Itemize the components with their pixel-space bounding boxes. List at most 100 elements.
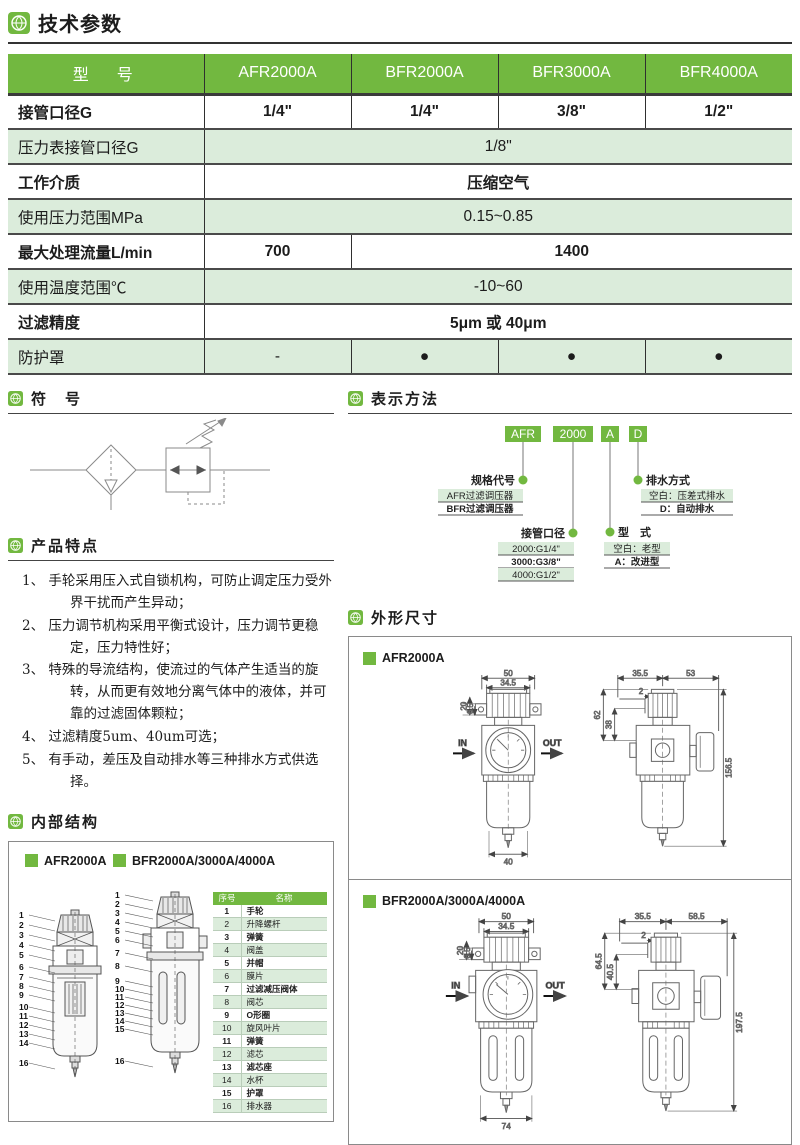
spec-row-value: 3/8" bbox=[497, 94, 645, 130]
ordering-option: A：改进型 bbox=[615, 556, 660, 568]
callout-leader-line bbox=[125, 1021, 153, 1027]
ordering-label-drain: 排水方式 bbox=[646, 473, 690, 487]
callout-leader-line bbox=[29, 977, 55, 983]
ordering-heading: 表示方法 bbox=[348, 387, 792, 414]
spec-row-value: 压缩空气 bbox=[203, 164, 792, 200]
callout-leader-line bbox=[29, 986, 55, 992]
part-name: 弹簧 bbox=[241, 930, 327, 944]
section-title: 表示方法 bbox=[371, 391, 440, 408]
dims-afr-drawing: 50 34.5 20 bbox=[349, 668, 734, 867]
model-label: BFR2000A/3000A/4000A bbox=[382, 894, 526, 908]
spec-row-label: 最大处理流量L/min bbox=[8, 234, 204, 270]
section-icon bbox=[348, 610, 363, 625]
dim-text: 197.5 bbox=[735, 1012, 744, 1033]
green-square-icon bbox=[363, 651, 376, 665]
features-list: 1、 手轮采用压入式自锁机构，可防止调定压力受外界干扰而产生异动；2、 压力调节… bbox=[8, 571, 334, 794]
part-number: 14 bbox=[213, 1073, 242, 1087]
ordering-label-type: 型 式 bbox=[618, 525, 651, 539]
ordering-option: 2000:G1/4" bbox=[512, 544, 560, 555]
callout-number: 1 bbox=[19, 910, 24, 920]
part-name: 手轮 bbox=[241, 904, 327, 918]
callout-leader-line bbox=[29, 995, 55, 1001]
right-column: 表示方法 AFR 2000 A D bbox=[348, 387, 792, 1145]
callout-number: 6 bbox=[19, 962, 24, 972]
feature-item: 4、 过滤精度5um、40um可选； bbox=[22, 729, 226, 746]
part-name: 滤芯 bbox=[241, 1047, 327, 1061]
feature-item: 3、 特殊的导流结构，使流过的气体产生适当的旋转，从而更有效地分离气体中的液体，… bbox=[22, 662, 327, 723]
symbol-heading: 符 号 bbox=[8, 387, 334, 414]
dims-bfr-half: BFR2000A/3000A/4000A 50 bbox=[349, 879, 791, 1144]
section-title: 内部结构 bbox=[31, 813, 100, 831]
green-square-icon bbox=[363, 894, 376, 908]
spec-table-row: 防护罩-●●● bbox=[8, 339, 792, 375]
callout-number: 5 bbox=[115, 926, 120, 936]
ordering-option: D：自动排水 bbox=[660, 503, 715, 515]
ordering-option: AFR过滤调压器 bbox=[447, 490, 514, 502]
spec-row-value: ● bbox=[350, 339, 498, 375]
ordering-code-diagram: AFR 2000 A D bbox=[438, 426, 733, 592]
spec-row-value: 1/2" bbox=[644, 94, 792, 130]
spec-row-value: 5μm 或 40μm bbox=[203, 304, 792, 340]
spec-table-row: 工作介质压缩空气 bbox=[8, 164, 792, 200]
flow-in-label: IN bbox=[451, 981, 460, 991]
callout-leader-line bbox=[125, 895, 153, 901]
callout-number: 2 bbox=[19, 920, 24, 930]
flow-out-label: OUT bbox=[543, 738, 562, 748]
features-heading: 产品特点 bbox=[8, 534, 334, 561]
parts-header-row: 序号 名称 bbox=[213, 891, 327, 905]
callout-number: 10 bbox=[19, 1002, 29, 1012]
spec-header-col: AFR2000A bbox=[203, 54, 351, 96]
flow-out-label: OUT bbox=[545, 981, 565, 991]
part-name: 护罩 bbox=[241, 1086, 327, 1100]
spec-row-value: 1/4" bbox=[203, 94, 351, 130]
internal-structure-box: AFR2000A BFR2000A/3000A/4000A bbox=[8, 840, 334, 1122]
part-name: 膜片 bbox=[241, 969, 327, 983]
callout-leader-line bbox=[125, 940, 153, 946]
spec-header-col: BFR2000A bbox=[350, 54, 498, 96]
callout-leader-line bbox=[29, 1025, 55, 1031]
dim-text: 40.5 bbox=[606, 964, 615, 980]
ordering-option: 空白：老型 bbox=[613, 543, 661, 555]
green-square-icon bbox=[25, 854, 38, 868]
part-number: 3 bbox=[213, 930, 242, 944]
section-icon bbox=[348, 391, 363, 406]
model-label: BFR2000A/3000A/4000A bbox=[132, 853, 276, 868]
spec-row-label: 防护罩 bbox=[8, 339, 204, 375]
callout-number: 3 bbox=[19, 930, 24, 940]
callout-number: 15 bbox=[115, 1024, 125, 1034]
part-number: 16 bbox=[213, 1099, 242, 1113]
callout-leader-line bbox=[125, 1029, 153, 1035]
callout-leader-line bbox=[29, 1043, 55, 1049]
dim-text: 6.5 bbox=[463, 947, 472, 959]
spec-table: 型 号 AFR2000A BFR2000A BFR3000A BFR4000A … bbox=[8, 54, 792, 375]
model-label: AFR2000A bbox=[44, 853, 107, 868]
section-title: 产品特点 bbox=[31, 538, 100, 555]
internal-heading: 内部结构 bbox=[8, 810, 334, 836]
flow-in-label: IN bbox=[458, 738, 467, 748]
ordering-option: 4000:G1/2" bbox=[512, 570, 560, 581]
code-size: 2000 bbox=[560, 427, 587, 441]
part-number: 13 bbox=[213, 1060, 242, 1074]
dim-text: 53 bbox=[686, 669, 695, 678]
callout-number: 3 bbox=[115, 908, 120, 918]
dims-bfr-drawing: 50 34.5 20 bbox=[349, 912, 744, 1132]
part-name: 滤芯座 bbox=[241, 1060, 327, 1074]
callout-leader-line bbox=[29, 1007, 55, 1013]
part-name: O形圈 bbox=[241, 1008, 327, 1022]
feature-item: 2、 压力调节机构采用平衡式设计，压力调节更稳定，压力特性好； bbox=[22, 617, 319, 656]
spec-header-model: 型 号 bbox=[8, 54, 204, 96]
callout-leader-line bbox=[125, 989, 153, 995]
callout-number: 8 bbox=[115, 961, 120, 971]
